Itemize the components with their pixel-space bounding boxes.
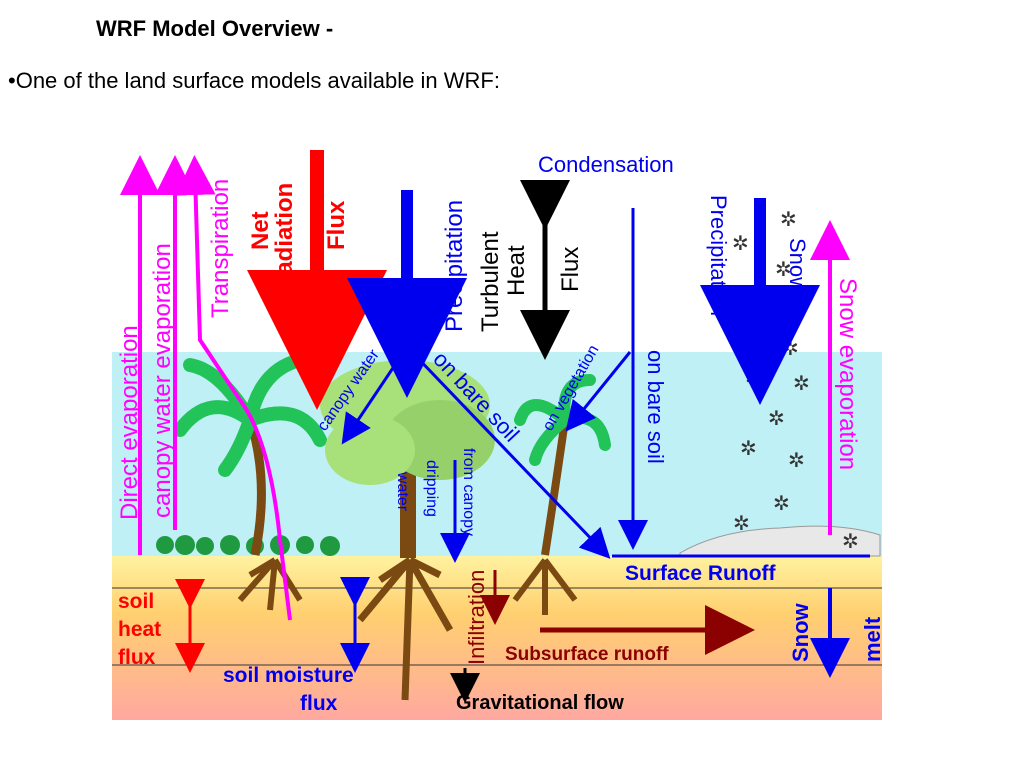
svg-text:✲: ✲ (768, 408, 785, 430)
label-flux-net-radiation: Flux (323, 200, 350, 250)
label-flux-soil: flux (118, 646, 156, 669)
svg-text:✲: ✲ (773, 493, 790, 515)
label-gravitational-flow: Gravitational flow (456, 692, 624, 714)
label-radiation: Radiation (271, 183, 298, 292)
label-infiltration: Infiltration (464, 570, 489, 665)
svg-text:✲: ✲ (788, 450, 805, 472)
svg-text:✲: ✲ (842, 531, 859, 553)
label-net: Net (247, 211, 274, 250)
label-heat: Heat (503, 245, 530, 296)
label-soil: soil (118, 590, 154, 613)
svg-text:✲: ✲ (733, 513, 750, 535)
label-dripping: dripping (423, 460, 440, 517)
palm-tree-right (512, 374, 611, 615)
label-surface-runoff: Surface Runoff (625, 562, 777, 585)
label-canopy-water-evaporation: canopy water evaporation (149, 243, 176, 518)
svg-text:✲: ✲ (780, 209, 797, 231)
svg-text:✲: ✲ (732, 233, 749, 255)
label-direct-evaporation: Direct evaporation (116, 325, 143, 520)
label-condensation: Condensation (538, 152, 674, 177)
label-transpiration: Transpiration (207, 179, 234, 318)
label-melt: melt (860, 616, 885, 662)
label-soil-moisture: soil moisture (223, 664, 354, 687)
evaporation-arrows (120, 155, 850, 621)
label-flux-turbulent: Flux (557, 247, 584, 292)
label-flux-moisture: flux (300, 692, 338, 715)
svg-text:✲: ✲ (740, 438, 757, 460)
label-from-canopy: from canopy (460, 448, 477, 536)
label-precipitation-left: Precipitation (441, 200, 468, 332)
label-snow-melt: Snow (788, 602, 813, 662)
slide-title: WRF Model Overview - (96, 16, 334, 41)
svg-text:✲: ✲ (782, 338, 799, 360)
svg-text:✲: ✲ (730, 328, 747, 350)
label-precipitation-right: Precipitation (706, 195, 731, 316)
label-turbulent: Turbulent (477, 231, 504, 332)
label-snow-evaporation: Snow evaporation (834, 278, 861, 470)
svg-text:✲: ✲ (793, 373, 810, 395)
svg-text:✲: ✲ (745, 368, 762, 390)
svg-text:✲: ✲ (775, 259, 792, 281)
label-subsurface-runoff: Subsurface runoff (505, 644, 669, 665)
label-on-bare-soil-vertical: on bare soil (643, 350, 668, 464)
label-water: water (394, 471, 411, 512)
label-heat-soil: heat (118, 618, 161, 641)
label-snow: Snow (785, 238, 810, 293)
precipitation-arrows (340, 190, 870, 678)
bullet-text: •One of the land surface models availabl… (8, 68, 500, 93)
